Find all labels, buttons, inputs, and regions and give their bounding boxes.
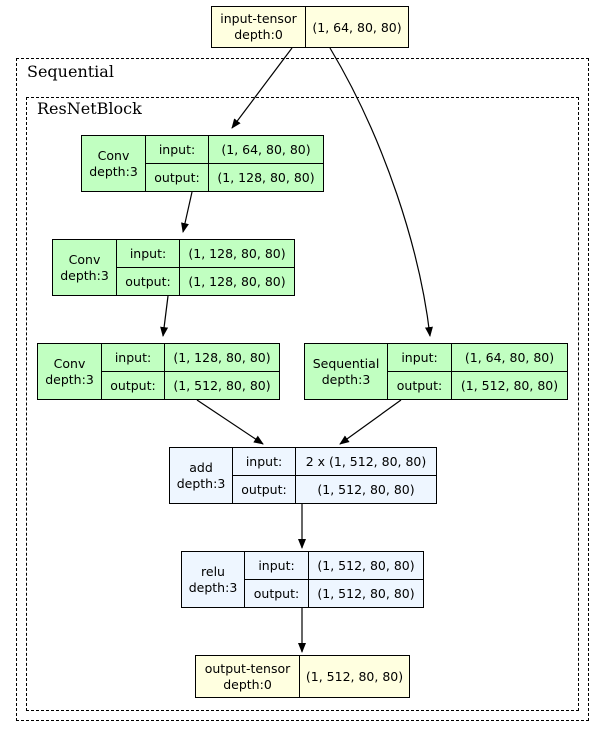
output-tensor-label: output-tensor	[204, 660, 291, 676]
add-output-label: output:	[233, 475, 296, 503]
conv2-label: Conv	[68, 251, 101, 267]
sequential-input-value: (1, 64, 80, 80)	[452, 344, 567, 372]
sequential-output-label: output:	[388, 371, 452, 399]
conv2-input-value: (1, 128, 80, 80)	[180, 240, 294, 268]
edge-input-to-sequential	[329, 47, 433, 337]
conv2-output-label: output:	[117, 267, 180, 295]
conv1-node: Conv depth:3 input: (1, 64, 80, 80) outp…	[81, 135, 324, 192]
output-tensor-depth: depth:0	[223, 676, 272, 692]
edge-sequential-to-add	[339, 399, 402, 445]
input-tensor-label: input-tensor	[220, 11, 297, 27]
conv2-name: Conv depth:3	[53, 240, 117, 295]
add-label: add	[189, 459, 213, 475]
relu-input-value: (1, 512, 80, 80)	[309, 552, 423, 580]
conv1-output-value: (1, 128, 80, 80)	[217, 169, 315, 185]
conv1-label: Conv	[97, 147, 130, 163]
sequential-cluster	[16, 58, 589, 721]
sequential-label: Sequential	[312, 355, 380, 371]
conv3-label: Conv	[53, 355, 86, 371]
conv1-input-value: (1, 64, 80, 80)	[209, 136, 323, 164]
conv2-output-value: (1, 128, 80, 80)	[188, 273, 286, 289]
relu-name: relu depth:3	[182, 552, 245, 607]
add-node: add depth:3 input: 2 x (1, 512, 80, 80) …	[169, 447, 437, 504]
relu-depth: depth:3	[188, 579, 238, 595]
relu-node: relu depth:3 input: (1, 512, 80, 80) out…	[181, 551, 424, 608]
conv3-output-value: (1, 512, 80, 80)	[173, 377, 271, 393]
conv2-node: Conv depth:3 input: (1, 128, 80, 80) out…	[52, 239, 295, 296]
conv2-input-label: input:	[117, 240, 180, 268]
edge-conv3-to-add	[196, 399, 264, 445]
sequential-cluster-label: Sequential	[27, 62, 114, 81]
conv3-name: Conv depth:3	[38, 344, 102, 399]
add-input-value: 2 x (1, 512, 80, 80)	[296, 448, 436, 476]
relu-output-value: (1, 512, 80, 80)	[317, 585, 415, 601]
conv3-input-label: input:	[102, 344, 165, 372]
input-tensor-shape: (1, 64, 80, 80)	[312, 19, 402, 35]
relu-input-label: input:	[245, 552, 309, 580]
relu-label: relu	[201, 563, 225, 579]
edge-conv2-to-conv3	[160, 295, 169, 337]
sequential-name: Sequential depth:3	[305, 344, 388, 399]
conv1-input-label: input:	[146, 136, 209, 164]
add-input-label: input:	[233, 448, 296, 476]
conv3-output-label: output:	[102, 371, 165, 399]
sequential-node: Sequential depth:3 input: (1, 64, 80, 80…	[304, 343, 568, 400]
edge-input-to-conv1	[231, 47, 293, 129]
resnetblock-cluster	[26, 97, 579, 711]
sequential-output-value: (1, 512, 80, 80)	[460, 377, 559, 393]
output-tensor-name: output-tensor depth:0	[196, 656, 300, 697]
conv2-depth: depth:3	[60, 267, 109, 283]
add-output-value: (1, 512, 80, 80)	[317, 481, 415, 497]
input-tensor-node: input-tensor depth:0 (1, 64, 80, 80)	[211, 6, 409, 48]
relu-output-label: output:	[245, 579, 309, 607]
add-depth: depth:3	[176, 475, 226, 491]
conv1-output-label: output:	[146, 163, 209, 191]
sequential-depth: depth:3	[321, 371, 371, 387]
input-tensor-name: input-tensor depth:0	[212, 7, 306, 47]
output-tensor-shape: (1, 512, 80, 80)	[305, 669, 404, 684]
edge-conv1-to-conv2	[181, 191, 193, 233]
conv1-name: Conv depth:3	[82, 136, 146, 191]
sequential-input-label: input:	[388, 344, 452, 372]
resnetblock-cluster-label: ResNetBlock	[37, 99, 142, 118]
conv3-node: Conv depth:3 input: (1, 128, 80, 80) out…	[37, 343, 280, 400]
add-name: add depth:3	[170, 448, 233, 503]
conv3-input-value: (1, 128, 80, 80)	[165, 344, 279, 372]
input-tensor-depth: depth:0	[234, 27, 283, 42]
conv3-depth: depth:3	[45, 371, 94, 387]
output-tensor-node: output-tensor depth:0 (1, 512, 80, 80)	[195, 655, 410, 698]
conv1-depth: depth:3	[89, 163, 138, 179]
